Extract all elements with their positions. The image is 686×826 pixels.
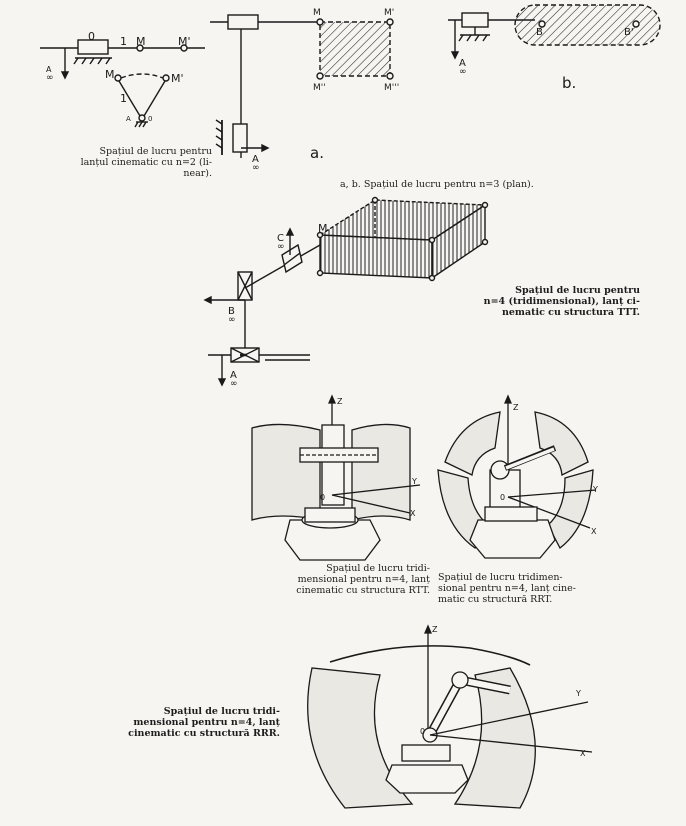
label-zero: 0 <box>88 30 95 43</box>
label-a-plane: A <box>252 154 259 165</box>
linear-chain-figure <box>40 39 205 128</box>
label-inf-plane: ∞ <box>252 163 260 173</box>
caption-linear: Spațiul de lucru pentru lanțul cinematic… <box>52 146 212 179</box>
caption-rtt: Spațiul de lucru tridi- mensional pentru… <box>255 563 430 596</box>
rrt-chain-figure <box>437 394 597 559</box>
label-sub-b: b. <box>562 74 576 92</box>
label-zero-tri: 0 <box>148 115 152 123</box>
figure-labels: 0 1 M M' A ∞ M M' 1 A 0 M M' M'' M''' A … <box>46 8 634 758</box>
label-z-rrt: Z <box>513 403 519 412</box>
label-inf-b-ttt: ∞ <box>228 315 236 325</box>
label-z-rrr: Z <box>432 625 438 634</box>
label-m1-plane: M' <box>384 8 394 18</box>
label-x-rrt: X <box>591 527 597 536</box>
label-m1-tri: M' <box>171 72 184 85</box>
caption-rrt-line-3: matic cu structură RRT. <box>438 594 553 605</box>
label-one-tri: 1 <box>120 92 127 105</box>
label-zero-rrt: 0 <box>500 493 505 502</box>
caption-rrr-line-1: Spațiul de lucru tridi- <box>163 706 280 717</box>
ttt-chain-figure <box>203 196 489 387</box>
caption-plan-line: a, b. Spațiul de lucru pentru n=3 (plan)… <box>340 179 534 190</box>
label-x-rrr: X <box>580 749 586 758</box>
label-m1: M' <box>178 35 191 48</box>
caption-rrr-line-3: cinematic cu structură RRR. <box>128 728 280 739</box>
label-m-plane: M <box>313 8 321 18</box>
label-one: 1 <box>120 35 127 48</box>
caption-linear-line-1: Spațiul de lucru pentru <box>99 146 212 157</box>
caption-rrr-line-2: mensional pentru n=4, lanț <box>133 717 280 728</box>
label-z-rtt: Z <box>337 397 343 406</box>
label-b-ttt: B <box>228 306 235 317</box>
caption-linear-line-3: near). <box>183 168 212 179</box>
label-b1-plane: B' <box>624 27 634 38</box>
label-inf-a-ttt: ∞ <box>230 379 238 389</box>
plane-chain-figure-b <box>448 4 661 60</box>
label-inf-b: ∞ <box>459 67 467 77</box>
caption-rrt: Spațiul de lucru tridimen- sional pentru… <box>438 572 618 605</box>
label-c-ttt: C <box>277 233 284 244</box>
rrr-chain-figure <box>307 624 593 809</box>
caption-rtt-line-1: Spațiul de lucru tridi- <box>326 563 430 574</box>
label-m-tri: M <box>105 68 115 81</box>
caption-rrt-line-1: Spațiul de lucru tridimen- <box>438 572 563 583</box>
label-sub-a: a. <box>310 144 324 162</box>
caption-linear-line-2: lanțul cinematic cu n=2 (li- <box>80 157 212 168</box>
label-zero-rtt: 0 <box>320 493 325 502</box>
caption-rtt-line-2: mensional pentru n=4, lanț <box>297 574 430 585</box>
label-zero-rrr: 0 <box>420 727 425 736</box>
label-a-ttt: A <box>230 370 237 381</box>
label-inf-c: ∞ <box>277 242 285 252</box>
label-a-linear: A <box>46 65 52 74</box>
label-m3-plane: M''' <box>384 83 399 93</box>
label-x-rtt: X <box>410 509 416 518</box>
label-y-rrr: Y <box>575 689 581 698</box>
caption-ttt-line-3: nematic cu structura TTT. <box>501 307 640 318</box>
label-y-rrt: Y <box>592 485 598 494</box>
label-y-rtt: Y <box>411 477 417 486</box>
caption-ttt-line-1: Spațiul de lucru pentru <box>515 285 640 296</box>
label-m: M <box>136 35 146 48</box>
caption-rtt-line-3: cinematic cu structura RTT. <box>296 585 430 596</box>
caption-ttt-line-2: n=4 (tridimensional), lanț ci- <box>483 296 640 307</box>
caption-rrt-line-2: sional pentru n=4, lanț cine- <box>438 583 576 594</box>
caption-rrr: Spațiul de lucru tridi- mensional pentru… <box>105 706 280 739</box>
caption-plan: a, b. Spațiul de lucru pentru n=3 (plan)… <box>340 179 580 190</box>
label-m2-plane: M'' <box>313 83 326 93</box>
label-b-plane: B <box>536 27 543 38</box>
caption-ttt: Spațiul de lucru pentru n=4 (tridimensio… <box>470 285 640 318</box>
rtt-chain-figure <box>251 394 421 561</box>
plane-chain-figure-a <box>210 14 394 158</box>
label-inf-linear: ∞ <box>46 73 54 83</box>
label-m-ttt: M <box>318 222 328 235</box>
label-a-tri: A <box>126 115 131 123</box>
label-a-b: A <box>459 58 466 69</box>
